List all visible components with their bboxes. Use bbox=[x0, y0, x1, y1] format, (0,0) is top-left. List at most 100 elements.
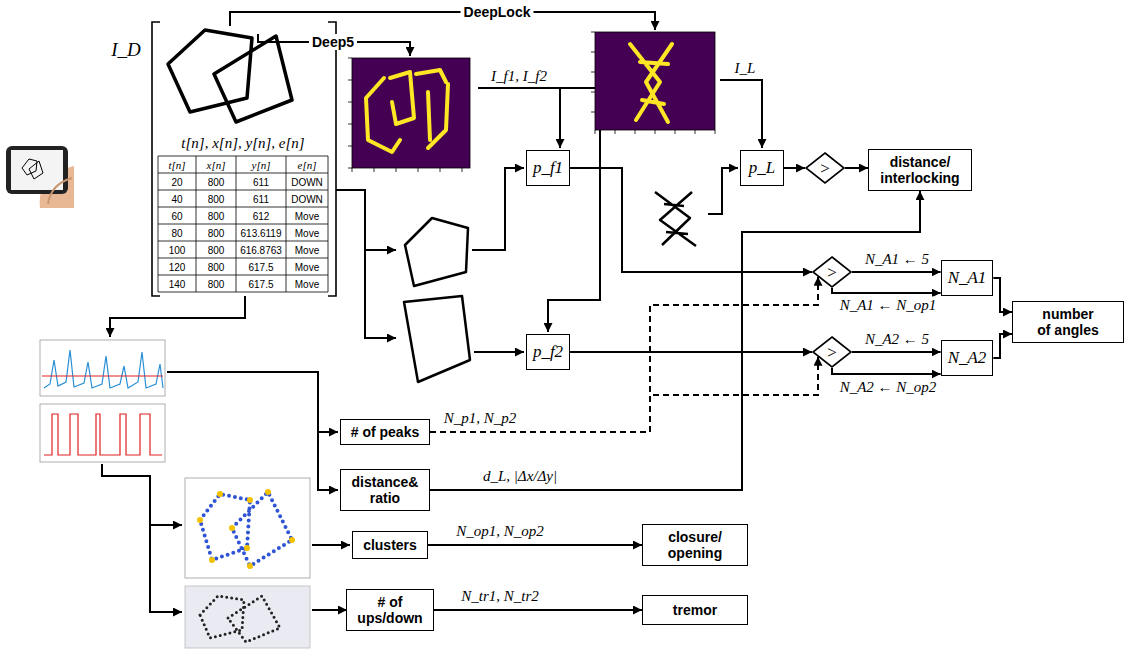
table-cell: Move bbox=[295, 210, 319, 221]
table-cell: 617.5 bbox=[248, 278, 273, 289]
table-cell: 611 bbox=[253, 176, 269, 187]
node-text: p_L bbox=[749, 158, 775, 178]
sketch-drawing bbox=[168, 30, 252, 112]
node-text: > bbox=[827, 344, 837, 361]
matrix-bracket bbox=[152, 22, 336, 296]
table-cell: DOWN bbox=[291, 176, 323, 187]
process-box: clusters bbox=[352, 531, 428, 559]
output-box: tremor bbox=[642, 595, 748, 625]
node-text: tremor bbox=[673, 602, 717, 618]
connector-arrow bbox=[430, 357, 818, 432]
output-box: number of angles bbox=[1012, 301, 1124, 343]
table-cell: 613.6119 bbox=[241, 227, 282, 238]
node-text: > bbox=[827, 264, 837, 281]
diamond-outline bbox=[813, 337, 851, 367]
cluster-scatter-plot bbox=[185, 478, 310, 578]
table-cell: t[n] bbox=[168, 159, 185, 171]
edge-label: N_A2 ← N_op2 bbox=[837, 379, 940, 396]
comparison-diamond: > bbox=[805, 152, 845, 184]
flow-lines bbox=[720, 80, 762, 148]
deeplock-output-image bbox=[630, 44, 672, 122]
deep5-output-image bbox=[366, 70, 448, 152]
signal-label: I_f1, I_f2 bbox=[491, 68, 547, 85]
data-table-grid bbox=[158, 156, 328, 292]
cluster-scatter-plot bbox=[200, 492, 292, 566]
table-cell: DOWN bbox=[291, 193, 323, 204]
connector-arrow bbox=[428, 544, 642, 546]
flow-lines bbox=[365, 250, 396, 338]
function-box: p_L bbox=[740, 150, 784, 186]
separated-figures bbox=[655, 192, 696, 246]
function-box: p_f1 bbox=[526, 150, 570, 186]
table-cell: 40 bbox=[171, 193, 182, 204]
deeplock-output-image bbox=[595, 32, 715, 130]
table-cell: 60 bbox=[171, 210, 182, 221]
table-cell: e[n] bbox=[298, 159, 317, 171]
flow-lines bbox=[559, 88, 561, 148]
symbol-label: I_D bbox=[111, 39, 141, 61]
table-cell: 616.8763 bbox=[240, 244, 282, 255]
connector-arrow bbox=[430, 277, 818, 432]
sketch-drawing bbox=[168, 30, 292, 122]
node-text: number of angles bbox=[1035, 306, 1101, 338]
node-text: N_A1 bbox=[948, 268, 987, 288]
flow-lines bbox=[102, 464, 182, 525]
table-cell: 80 bbox=[171, 227, 182, 238]
table-cell: 611 bbox=[253, 193, 269, 204]
table-cell: 140 bbox=[169, 278, 186, 289]
diamond-outline bbox=[806, 153, 844, 183]
phone-icon bbox=[6, 146, 68, 194]
node-text: p_f2 bbox=[533, 342, 563, 362]
phone-icon bbox=[6, 146, 74, 208]
phone-icon bbox=[22, 159, 43, 179]
speed-signal-plot bbox=[40, 340, 165, 462]
connector-arrow bbox=[784, 167, 805, 169]
separated-figures bbox=[404, 192, 696, 382]
signal-label: I_L bbox=[735, 60, 756, 77]
table-cell: Move bbox=[295, 244, 319, 255]
table-cell: Move bbox=[295, 261, 319, 272]
flow-lines bbox=[167, 372, 338, 432]
table-cell: 100 bbox=[169, 244, 186, 255]
speed-signal-plot bbox=[44, 350, 163, 388]
flow-lines bbox=[336, 190, 396, 250]
node-text: closure/ opening bbox=[658, 529, 732, 561]
node-text: distance& ratio bbox=[348, 474, 422, 506]
connector-arrow bbox=[993, 334, 1012, 358]
deeplock-output-image bbox=[591, 32, 715, 134]
flow-lines bbox=[150, 525, 182, 612]
table-cell: 800 bbox=[208, 244, 225, 255]
flow-lines bbox=[318, 432, 338, 490]
node-text: distance/ interlocking bbox=[875, 154, 965, 186]
process-box: # of ups/down bbox=[346, 589, 434, 631]
table-cell: 800 bbox=[208, 227, 225, 238]
flow-lines bbox=[258, 34, 410, 56]
separated-figures bbox=[404, 296, 470, 382]
edge-label: N_A2 ← 5 bbox=[862, 331, 932, 348]
output-box: distance/ interlocking bbox=[868, 149, 972, 191]
speed-signal-plot bbox=[42, 375, 163, 376]
deep5-output-image bbox=[348, 58, 462, 172]
table-cell: 800 bbox=[208, 261, 225, 272]
deeplock-output-image bbox=[591, 32, 715, 134]
connector-arrow bbox=[570, 351, 812, 353]
connector-arrow bbox=[993, 278, 1012, 312]
value-box: N_A2 bbox=[941, 340, 994, 376]
node-text: > bbox=[820, 160, 830, 177]
cluster-scatter-plot bbox=[200, 492, 292, 566]
deep5-output-image bbox=[348, 58, 470, 172]
connector-arrow bbox=[852, 351, 941, 353]
table-cell: 800 bbox=[208, 176, 225, 187]
connector-arrow bbox=[845, 167, 868, 169]
connector-arrow bbox=[832, 368, 941, 374]
table-cell: 800 bbox=[208, 193, 225, 204]
tremor-scatter-plot bbox=[185, 586, 310, 648]
edge-label: N_A1 ← 5 bbox=[862, 251, 932, 268]
comparison-diamond: > bbox=[812, 256, 852, 288]
line-label: DeepLock bbox=[461, 4, 534, 20]
sketch-drawing bbox=[214, 36, 292, 122]
flow-lines bbox=[472, 168, 524, 250]
node-text: # of peaks bbox=[351, 424, 419, 440]
